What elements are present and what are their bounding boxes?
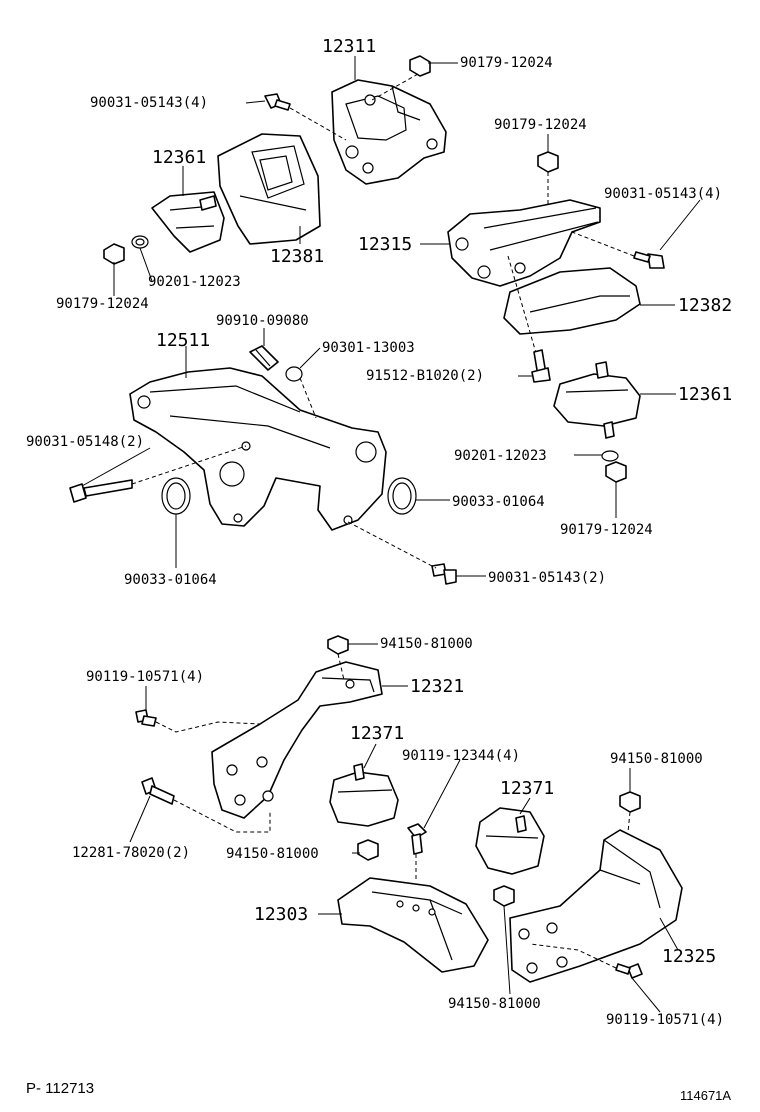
leader-lines (81, 56, 701, 1013)
nut-icon (605, 461, 627, 483)
part-12371-mount (329, 763, 399, 827)
nut-icon (327, 635, 349, 655)
bolt-icon (135, 709, 157, 727)
label-12511: 12511 (156, 330, 210, 351)
label-90119-12344-4: 90119-12344(4) (402, 748, 520, 764)
washer-icon (601, 450, 619, 462)
stud-bolt-icon (531, 349, 551, 383)
figure-code: 114671A (680, 1088, 731, 1103)
bolt-icon (633, 251, 665, 269)
part-12511-crossmember (129, 367, 387, 531)
label-90201-12023: 90201-12023 (148, 274, 241, 290)
label-90031-05143-4: 90031-05143(4) (604, 186, 722, 202)
label-94150-81000: 94150-81000 (226, 846, 319, 862)
label-94150-81000: 94150-81000 (610, 751, 703, 767)
bolt-icon (141, 777, 175, 805)
label-12325: 12325 (662, 946, 716, 967)
label-12361: 12361 (152, 147, 206, 168)
label-12371: 12371 (500, 778, 554, 799)
label-12321: 12321 (410, 676, 464, 697)
label-12382: 12382 (678, 295, 732, 316)
label-12361: 12361 (678, 384, 732, 405)
part-12361-mount (151, 191, 225, 253)
label-94150-81000: 94150-81000 (380, 636, 473, 652)
nut-icon (619, 791, 641, 813)
part-12382-insulator-cover (503, 267, 641, 335)
bolt-icon (615, 963, 643, 979)
label-90301-13003: 90301-13003 (322, 340, 415, 356)
label-12311: 12311 (322, 36, 376, 57)
label-90033-01064: 90033-01064 (124, 572, 217, 588)
page-code: P- 112713 (26, 1080, 94, 1097)
bolt-icon (69, 479, 133, 503)
label-90910-09080: 90910-09080 (216, 313, 309, 329)
gasket-ring-icon (387, 477, 417, 515)
label-90179-12024: 90179-12024 (460, 55, 553, 71)
bolt-icon (431, 563, 457, 585)
label-94150-81000: 94150-81000 (448, 996, 541, 1012)
nut-icon (493, 885, 515, 907)
part-12325-bracket (509, 829, 683, 983)
label-90033-01064: 90033-01064 (452, 494, 545, 510)
part-12303-insulator (337, 877, 489, 973)
part-12381-insulator-cover (217, 133, 321, 245)
part-12311-bracket (331, 79, 447, 185)
label-12381: 12381 (270, 246, 324, 267)
label-91512-b1020-2: 91512-B1020(2) (366, 368, 484, 384)
label-12315: 12315 (358, 234, 412, 255)
label-90179-12024: 90179-12024 (560, 522, 653, 538)
part-12321-bracket (211, 661, 383, 819)
label-90201-12023: 90201-12023 (454, 448, 547, 464)
label-90179-12024: 90179-12024 (494, 117, 587, 133)
gasket-ring-icon (161, 477, 191, 515)
part-12371-mount (475, 807, 545, 875)
part-12315-bracket (447, 199, 601, 287)
nut-icon (409, 55, 431, 77)
washer-icon (131, 235, 149, 249)
nut-icon (537, 151, 559, 173)
hose-plug-icon (249, 345, 279, 371)
bolt-icon (264, 93, 291, 111)
label-90119-10571-4: 90119-10571(4) (606, 1012, 724, 1028)
nut-icon (103, 243, 125, 265)
part-12361-mount (553, 361, 641, 439)
label-12371: 12371 (350, 723, 404, 744)
label-90119-10571-4: 90119-10571(4) (86, 669, 204, 685)
bolt-icon (407, 823, 427, 855)
label-90031-05143-4: 90031-05143(4) (90, 95, 208, 111)
label-12303: 12303 (254, 904, 308, 925)
nut-icon (357, 839, 379, 861)
o-ring-icon (285, 366, 303, 382)
label-90031-05148-2: 90031-05148(2) (26, 434, 144, 450)
label-90179-12024: 90179-12024 (56, 296, 149, 312)
label-90031-05143-2: 90031-05143(2) (488, 570, 606, 586)
label-12281-78020-2: 12281-78020(2) (72, 845, 190, 861)
